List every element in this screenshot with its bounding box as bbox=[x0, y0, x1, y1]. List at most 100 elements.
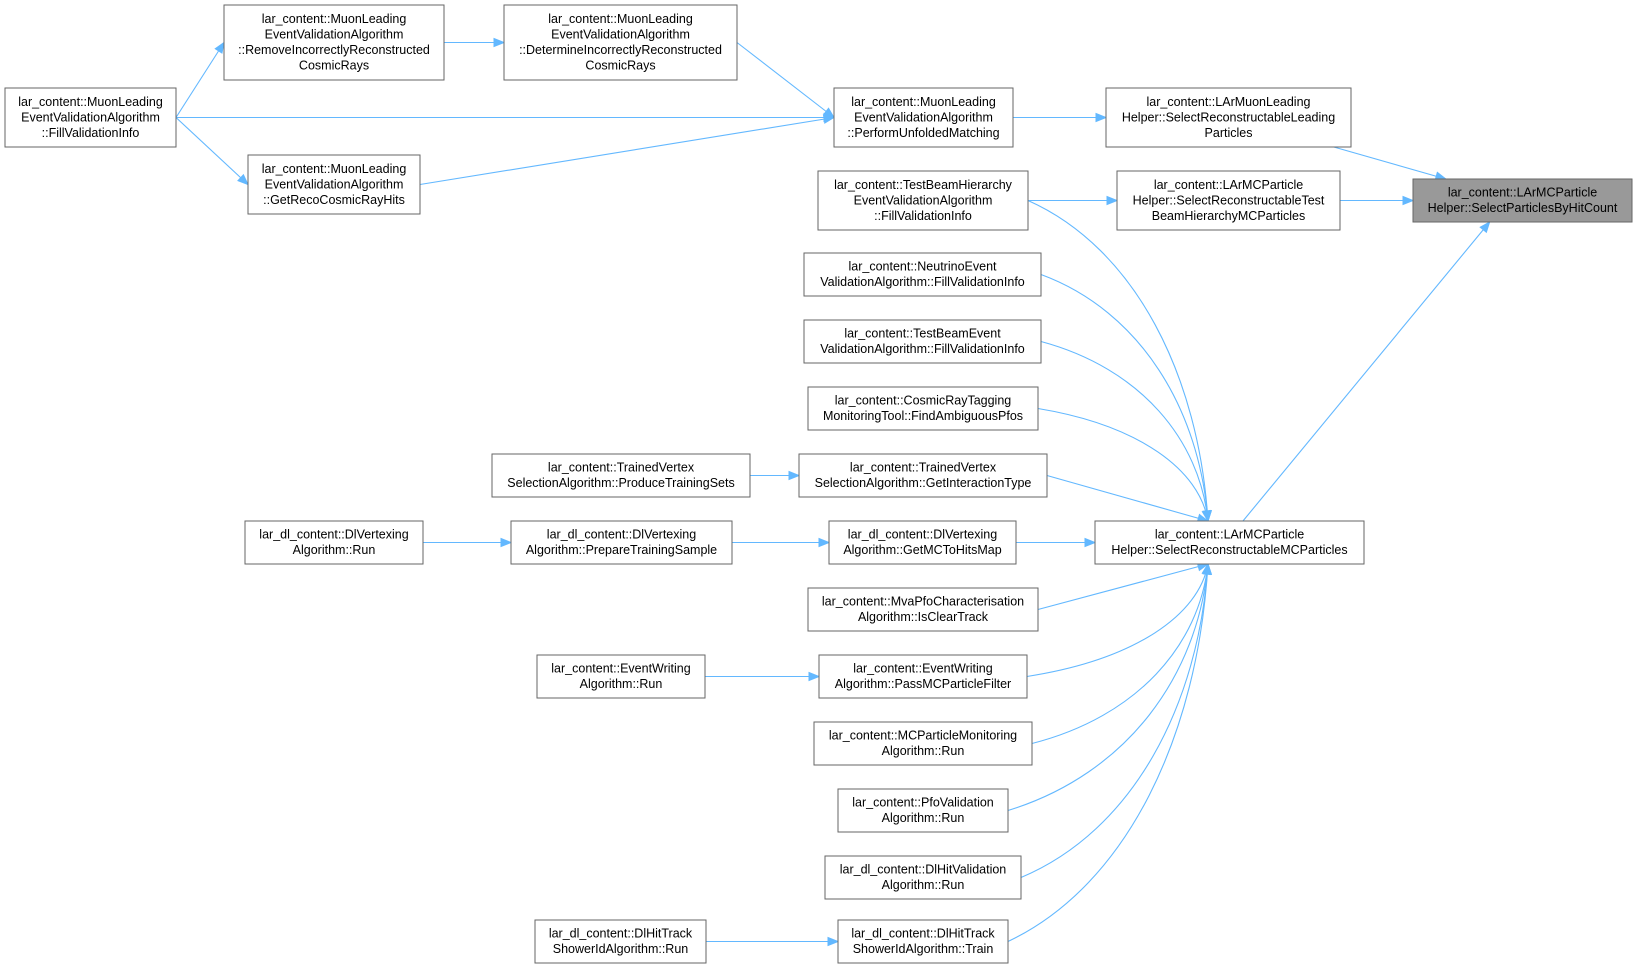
node-box bbox=[503, 4, 738, 81]
edge-line bbox=[1031, 563, 1209, 745]
node-label-line: lar_dl_content::DlVertexing bbox=[259, 528, 408, 542]
edge-line bbox=[1020, 563, 1209, 879]
graph-node[interactable]: lar_content::LArMuonLeadingHelper::Selec… bbox=[1105, 87, 1352, 148]
node-box bbox=[534, 919, 707, 964]
node-label-line: Helper::SelectParticlesByHitCount bbox=[1428, 201, 1618, 215]
node-box bbox=[536, 654, 706, 699]
node-label-line: lar_dl_content::DlHitTrack bbox=[549, 927, 693, 941]
node-label-line: lar_content::PfoValidation bbox=[852, 796, 994, 810]
edge-line bbox=[1007, 563, 1209, 942]
nodes-layer: lar_content::LArMCParticleHelper::Select… bbox=[4, 4, 1633, 964]
node-label-line: lar_content::TestBeamEvent bbox=[844, 327, 1001, 341]
node-label-line: lar_content::MvaPfoCharacterisation bbox=[822, 595, 1024, 609]
node-box bbox=[4, 87, 177, 148]
node-label-line: ValidationAlgorithm::FillValidationInfo bbox=[820, 275, 1025, 289]
node-label-line: Algorithm::Run bbox=[580, 677, 663, 691]
node-label-line: Algorithm::Run bbox=[882, 811, 965, 825]
graph-node[interactable]: lar_dl_content::DlVertexingAlgorithm::Pr… bbox=[510, 520, 733, 565]
node-label-line: SelectionAlgorithm::GetInteractionType bbox=[815, 476, 1032, 490]
node-label-line: ::DetermineIncorrectlyReconstructed bbox=[519, 43, 722, 57]
node-box bbox=[818, 654, 1028, 699]
node-label-line: lar_content::MuonLeading bbox=[851, 95, 996, 109]
node-label-line: EventValidationAlgorithm bbox=[21, 110, 160, 124]
node-box bbox=[813, 721, 1033, 766]
node-label-line: lar_content::MuonLeading bbox=[262, 12, 407, 26]
edge-line bbox=[1027, 199, 1209, 522]
graph-node[interactable]: lar_content::MvaPfoCharacterisationAlgor… bbox=[807, 587, 1039, 632]
edge-arrowhead bbox=[493, 37, 506, 48]
node-label-line: lar_dl_content::DlHitTrack bbox=[851, 927, 995, 941]
graph-node[interactable]: lar_content::MuonLeadingEventValidationA… bbox=[833, 87, 1014, 148]
node-label-line: lar_content::MuonLeading bbox=[18, 95, 163, 109]
node-label-line: lar_content::CosmicRayTagging bbox=[835, 394, 1012, 408]
node-label-line: ::GetRecoCosmicRayHits bbox=[263, 193, 405, 207]
node-box bbox=[510, 520, 733, 565]
node-label-line: lar_dl_content::DlHitValidation bbox=[840, 863, 1007, 877]
edge-arrowhead bbox=[788, 470, 801, 481]
edge-line bbox=[1040, 340, 1209, 522]
graph-node[interactable]: lar_content::MuonLeadingEventValidationA… bbox=[503, 4, 738, 81]
edge-line bbox=[1037, 407, 1209, 522]
node-label-line: Algorithm::Run bbox=[882, 744, 965, 758]
node-label-line: Algorithm::Run bbox=[293, 543, 376, 557]
graph-node[interactable]: lar_dl_content::DlVertexingAlgorithm::Ru… bbox=[244, 520, 424, 565]
graph-node[interactable]: lar_content::CosmicRayTaggingMonitoringT… bbox=[807, 386, 1039, 431]
graph-node[interactable]: lar_content::MCParticleMonitoringAlgorit… bbox=[813, 721, 1033, 766]
node-label-line: Algorithm::PrepareTrainingSample bbox=[526, 543, 717, 557]
graph-node[interactable]: lar_dl_content::DlVertexingAlgorithm::Ge… bbox=[828, 520, 1017, 565]
node-label-line: Helper::SelectReconstructableTest bbox=[1133, 193, 1325, 207]
node-box bbox=[798, 453, 1048, 498]
node-label-line: lar_content::TestBeamHierarchy bbox=[834, 178, 1013, 192]
node-label-line: lar_content::LArMCParticle bbox=[1448, 186, 1597, 200]
node-box bbox=[247, 154, 421, 215]
edge-line bbox=[419, 116, 835, 186]
node-label-line: lar_content::LArMuonLeading bbox=[1146, 95, 1310, 109]
node-box bbox=[803, 319, 1042, 364]
node-box bbox=[1094, 520, 1365, 565]
root-node[interactable]: lar_content::LArMCParticleHelper::Select… bbox=[1412, 178, 1633, 223]
node-box bbox=[223, 4, 445, 81]
node-label-line: Algorithm::GetMCToHitsMap bbox=[843, 543, 1001, 557]
node-label-line: ::FillValidationInfo bbox=[42, 126, 140, 140]
node-label-line: Particles bbox=[1205, 126, 1253, 140]
graph-node[interactable]: lar_content::MuonLeadingEventValidationA… bbox=[223, 4, 445, 81]
graph-node[interactable]: lar_content::EventWritingAlgorithm::Pass… bbox=[818, 654, 1028, 699]
graph-node[interactable]: lar_content::TrainedVertexSelectionAlgor… bbox=[798, 453, 1048, 498]
node-label-line: Algorithm::Run bbox=[882, 878, 965, 892]
graph-node[interactable]: lar_dl_content::DlHitTrackShowerIdAlgori… bbox=[837, 919, 1009, 964]
node-label-line: lar_content::LArMCParticle bbox=[1154, 178, 1303, 192]
graph-node[interactable]: lar_content::NeutrinoEventValidationAlgo… bbox=[803, 252, 1042, 297]
node-label-line: EventValidationAlgorithm bbox=[265, 28, 404, 42]
edge-arrowhead bbox=[1202, 562, 1213, 575]
edge-line bbox=[736, 42, 835, 118]
edge-arrowhead bbox=[1402, 195, 1415, 206]
graph-node[interactable]: lar_content::LArMCParticleHelper::Select… bbox=[1116, 170, 1341, 231]
graph-node[interactable]: lar_dl_content::DlHitTrackShowerIdAlgori… bbox=[534, 919, 707, 964]
edge-arrowhead bbox=[827, 936, 840, 947]
graph-node[interactable]: lar_content::TrainedVertexSelectionAlgor… bbox=[491, 453, 751, 498]
graph-node[interactable]: lar_content::LArMCParticleHelper::Select… bbox=[1094, 520, 1365, 565]
node-label-line: EventValidationAlgorithm bbox=[854, 193, 993, 207]
node-label-line: BeamHierarchyMCParticles bbox=[1152, 209, 1306, 223]
node-label-line: lar_dl_content::DlVertexing bbox=[848, 528, 997, 542]
graph-node[interactable]: lar_content::MuonLeadingEventValidationA… bbox=[247, 154, 421, 215]
node-label-line: CosmicRays bbox=[585, 59, 655, 73]
node-box bbox=[1116, 170, 1341, 231]
node-box bbox=[1412, 178, 1633, 223]
node-label-line: lar_content::TrainedVertex bbox=[548, 461, 695, 475]
node-label-line: ShowerIdAlgorithm::Run bbox=[553, 942, 689, 956]
node-box bbox=[1105, 87, 1352, 148]
edge-line bbox=[175, 117, 249, 185]
node-label-line: lar_content::MuonLeading bbox=[548, 12, 693, 26]
graph-node[interactable]: lar_content::TestBeamEventValidationAlgo… bbox=[803, 319, 1042, 364]
graph-node[interactable]: lar_content::MuonLeadingEventValidationA… bbox=[4, 87, 177, 148]
edge-line bbox=[1046, 474, 1209, 522]
graph-node[interactable]: lar_dl_content::DlHitValidationAlgorithm… bbox=[824, 855, 1022, 900]
graph-node[interactable]: lar_content::TestBeamHierarchyEventValid… bbox=[817, 170, 1029, 231]
node-box bbox=[817, 170, 1029, 231]
node-label-line: ValidationAlgorithm::FillValidationInfo bbox=[820, 342, 1025, 356]
edge-line bbox=[1007, 563, 1209, 812]
